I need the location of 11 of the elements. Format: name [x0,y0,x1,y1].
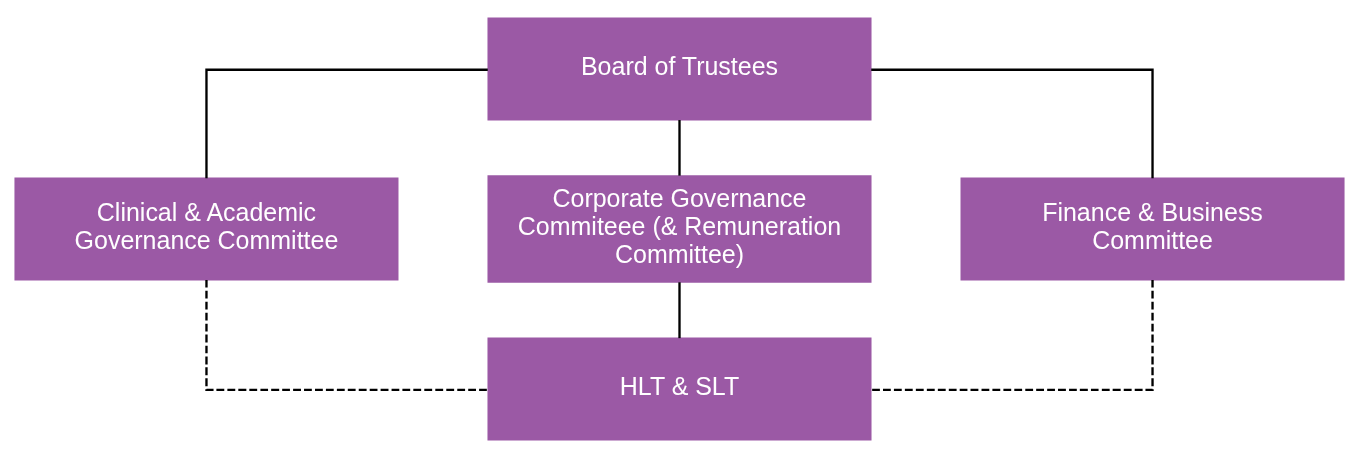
node-box: Board of Trustees [487,16,872,120]
connector [205,68,488,178]
node-box: HLT & SLT [487,337,872,441]
connector [871,279,1154,391]
node-box: Clinical & Academic Governance Committee [14,177,399,280]
node-box: Finance & Business Committee [960,177,1345,280]
connector [678,281,681,338]
node-box: Corporate Governance Commiteee (& Remuneration Committee) [487,174,872,283]
connector [678,119,681,176]
connector [205,279,488,391]
connector [871,68,1154,178]
